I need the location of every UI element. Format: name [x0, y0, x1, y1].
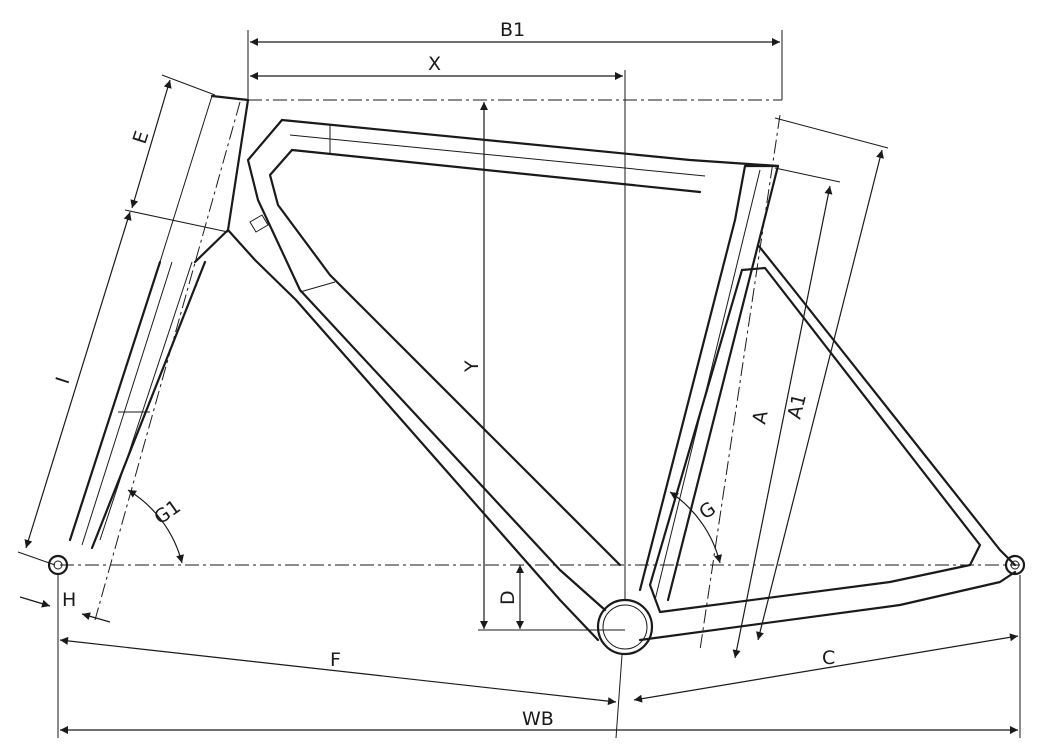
dim-a1 [756, 149, 884, 641]
label-c: C [822, 647, 835, 669]
fork [68, 260, 207, 550]
bottom-bracket [596, 598, 654, 656]
label-x: X [428, 53, 441, 75]
rear-dropout [1004, 554, 1026, 576]
dim-i [24, 211, 132, 549]
steering-axis-line [94, 101, 241, 621]
front-dropout [47, 554, 69, 576]
label-a: A [748, 409, 772, 426]
reference-lines [60, 99, 1020, 651]
top-tube [280, 118, 780, 194]
dim-g [669, 491, 722, 564]
head-tube [193, 94, 250, 264]
dim-f [59, 636, 617, 706]
label-g1: G1 [150, 496, 185, 529]
down-tube-lower [226, 228, 600, 642]
label-e: E [129, 128, 154, 146]
dimensions [17, 30, 1021, 739]
rear-triangle [648, 266, 982, 614]
dimension-labels: B1 X Y E I A A1 G G1 D H F C WB [52, 19, 835, 730]
dim-e [130, 79, 172, 209]
label-b1: B1 [500, 19, 525, 41]
label-wb: WB [522, 708, 554, 730]
bike-frame [47, 94, 1026, 656]
dim-c [633, 633, 1019, 703]
dim-g1 [127, 489, 184, 564]
label-f: F [330, 649, 341, 671]
cable-port [249, 214, 269, 233]
chain-stay [638, 570, 1017, 642]
label-i: I [52, 374, 75, 386]
label-d: D [497, 590, 519, 605]
label-h: H [62, 589, 76, 611]
dim-h [81, 612, 111, 623]
label-y: Y [461, 360, 483, 373]
label-a1: A1 [784, 392, 811, 422]
down-tube-upper [246, 118, 607, 612]
